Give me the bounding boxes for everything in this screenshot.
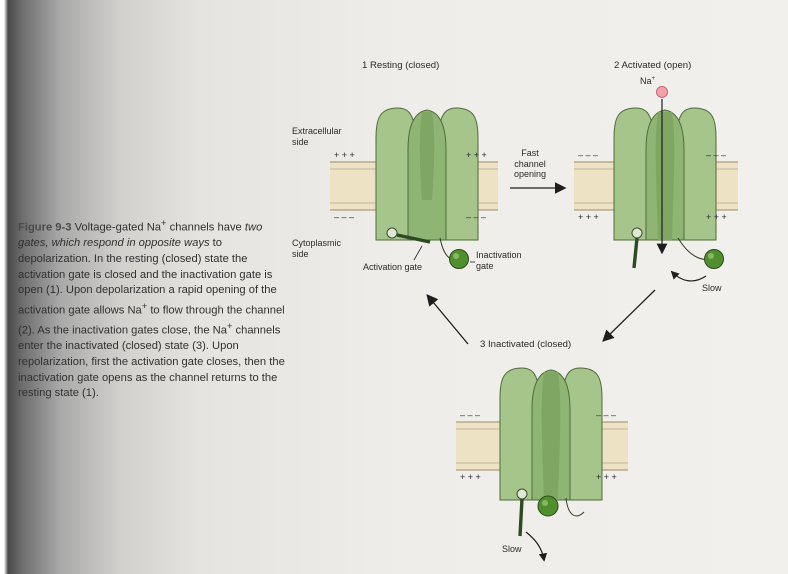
charge-plus: + + + [596,472,617,483]
label-line: channel [508,159,552,170]
charge-plus: + + + [460,472,481,483]
activation-gate-hinge [632,228,642,238]
activation-gate-hinge [387,228,397,238]
activation-gate-label: Activation gate [363,262,422,273]
activation-gate-leader [414,246,422,260]
slow-label-recovery: Slow [502,544,522,555]
label-line: side [292,137,342,148]
panel-inactivated [456,368,628,560]
cytoplasmic-side-label: Cytoplasmic side [292,238,341,259]
charge-plus: + + + [466,150,487,161]
inactivation-gate-label: Inactivation gate [476,250,522,271]
inactivation-tether [566,498,584,516]
slow-label-inactivation: Slow [702,283,722,294]
na-symbol: Na [640,76,652,86]
charge-plus: + + + [578,212,599,223]
state-3-title: 3 Inactivated (closed) [480,340,571,351]
inactivation-ball [705,250,724,269]
channel-protein [614,108,716,240]
label-line: opening [508,169,552,180]
extracellular-side-label: Extracellular side [292,126,342,147]
charge-plus: + + + [334,150,355,161]
inactivation-ball [538,496,558,516]
charge-minus: – – – [460,410,480,421]
label-line: side [292,249,341,260]
label-line: Inactivation [476,250,522,261]
na-ion-label: Na+ [640,74,655,87]
label-line: Extracellular [292,126,342,137]
pore [420,112,435,200]
channel-protein [376,108,478,240]
pore [542,372,561,500]
charge-minus: – – – [466,212,486,223]
charge-plus: + + + [706,212,727,223]
panel-resting [330,108,498,269]
inactivation-arrow [604,290,655,340]
slow-arrow [526,532,544,560]
label-line: Cytoplasmic [292,238,341,249]
na-charge: + [652,76,656,82]
state-2-title: 2 Activated (open) [614,61,691,72]
charge-minus: – – – [334,212,354,223]
fast-channel-opening-label: Fast channel opening [508,148,552,180]
charge-minus: – – – [578,150,598,161]
recovery-arrow [428,296,468,344]
na-ion [657,87,668,98]
pore [656,112,675,240]
activation-gate-bar [520,499,522,536]
channel-protein [500,368,602,500]
activation-gate-bar [634,238,637,268]
label-line: gate [476,261,522,272]
inactivation-ball [450,250,469,269]
state-1-title: 1 Resting (closed) [362,61,439,72]
charge-minus: – – – [706,150,726,161]
charge-minus: – – – [596,410,616,421]
panel-activated [574,87,738,281]
label-line: Fast [508,148,552,159]
slow-arrow [672,272,706,281]
activation-gate-hinge [517,489,527,499]
